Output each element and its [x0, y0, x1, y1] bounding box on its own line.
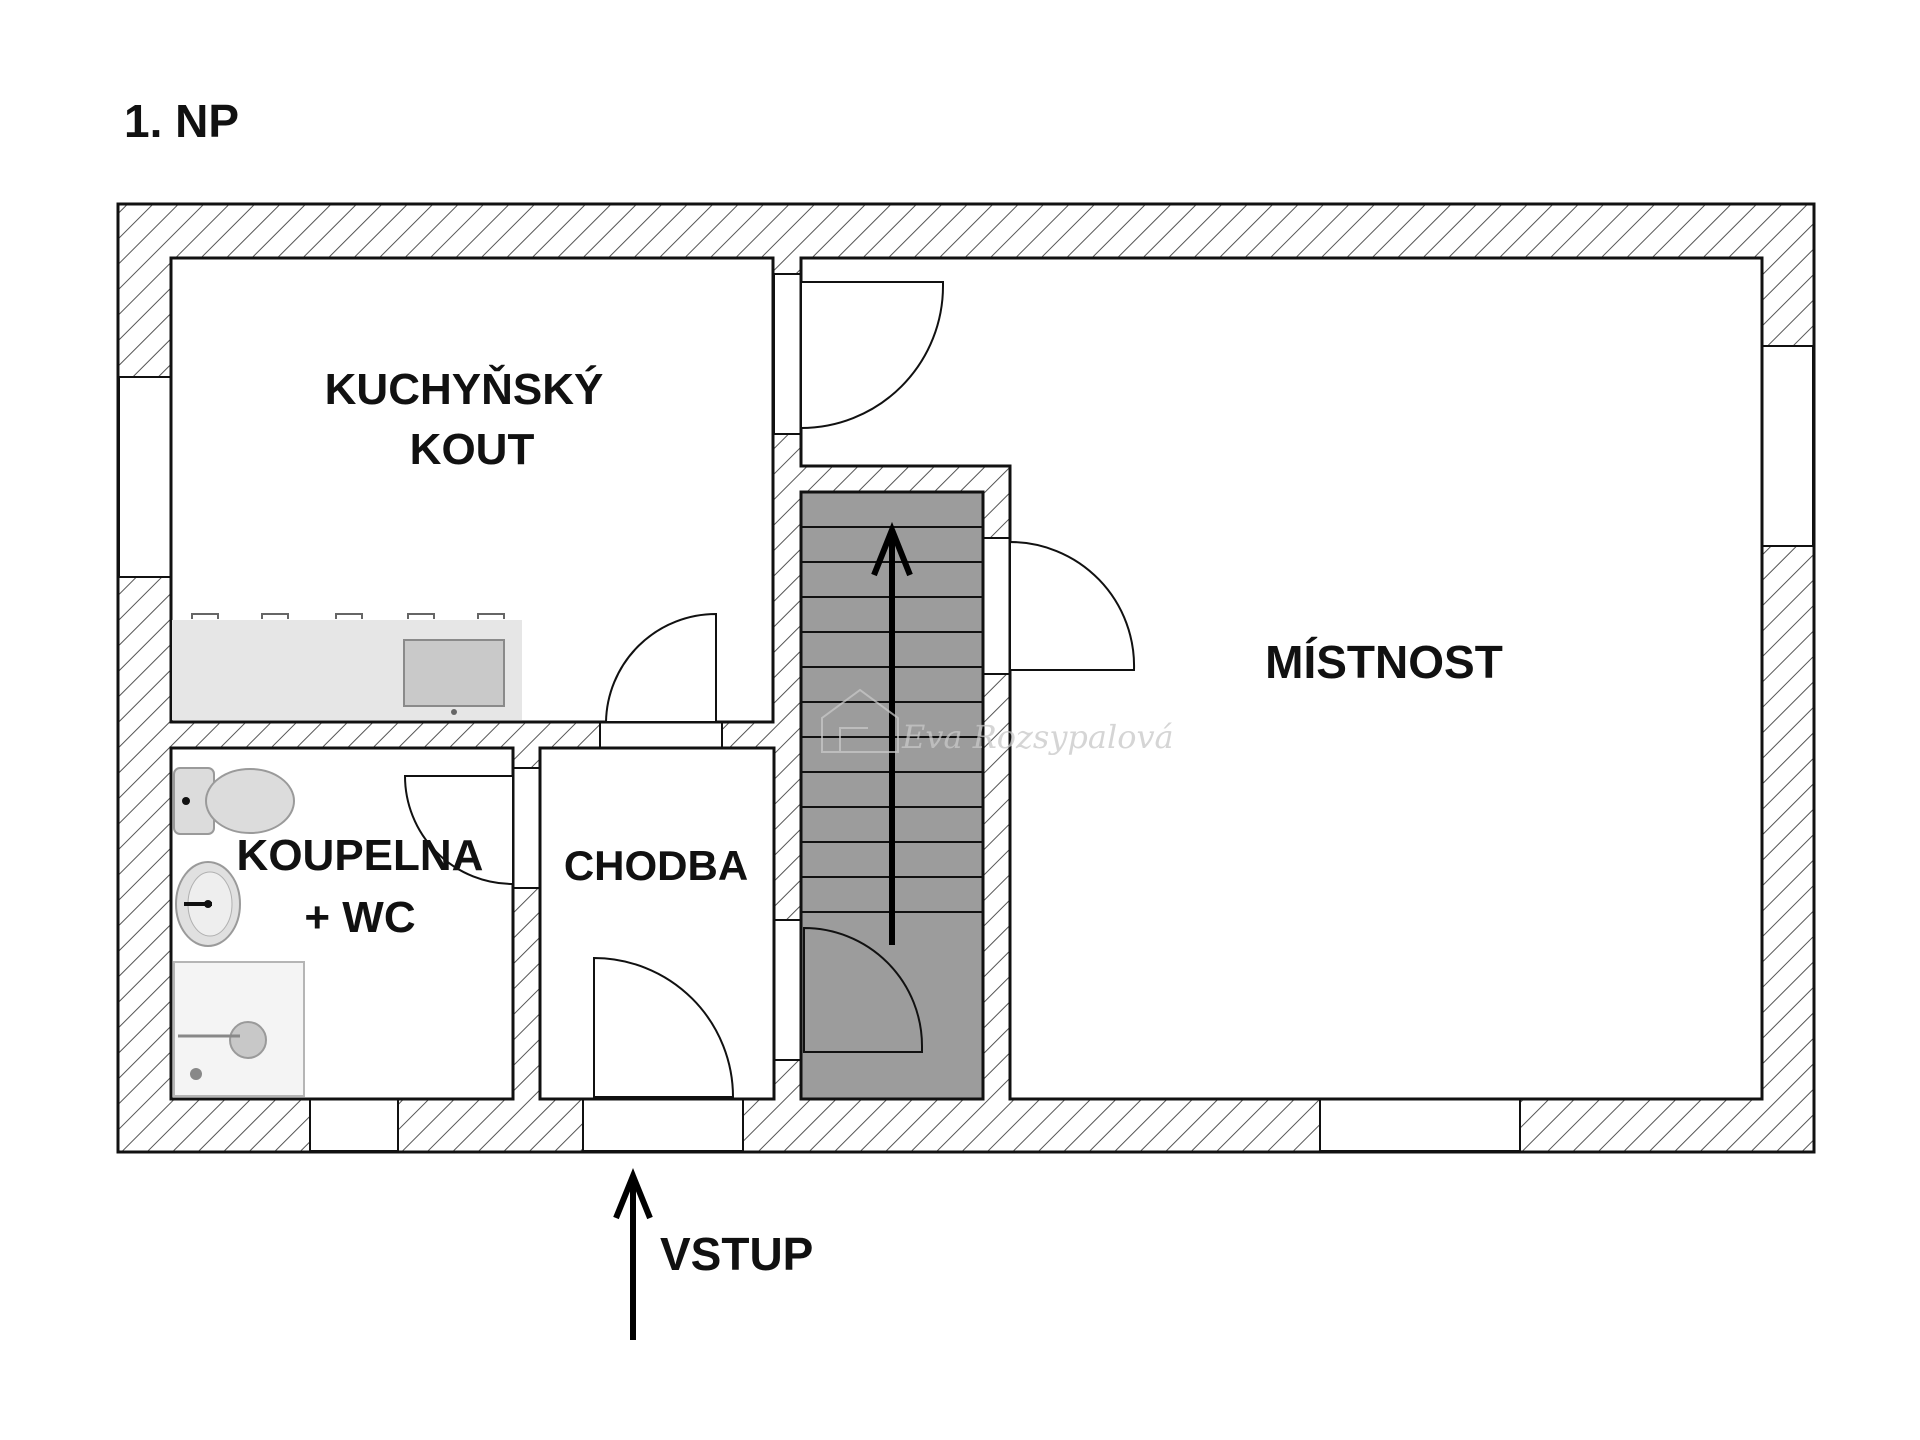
door-swing-bath	[403, 775, 514, 886]
room-hallway	[538, 746, 776, 1101]
window-bath-south	[309, 1098, 399, 1152]
toilet-bowl-icon	[205, 768, 295, 834]
door-swing-stairs	[803, 926, 923, 1053]
watermark: Eva Rozsypalová	[821, 688, 1174, 756]
stove-knob-icons	[191, 613, 505, 619]
shower-drain	[190, 1068, 202, 1080]
entrance-marker: VSTUP	[613, 1168, 813, 1340]
doors	[403, 281, 1136, 1098]
washbasin-drain	[204, 900, 212, 908]
door-swing-entrance	[593, 956, 735, 1098]
main-room-label: MÍSTNOST	[1265, 636, 1503, 688]
door-swing-stairs-room	[1009, 540, 1136, 671]
toilet-dot	[182, 797, 190, 805]
room-main	[799, 256, 1764, 1101]
bathroom-label-line1: KOUPELNA	[237, 831, 484, 880]
door-swing-kitchen	[604, 612, 717, 723]
entrance-arrow-head	[613, 1168, 653, 1220]
stairs-arrow-head	[871, 521, 913, 577]
faucet-icon	[451, 709, 457, 715]
gap-bath-hall	[512, 767, 541, 889]
gap-hall-room	[773, 273, 802, 435]
kitchen-counter	[172, 613, 522, 720]
bathroom-fixtures	[173, 767, 305, 1097]
windows	[118, 345, 1814, 1152]
door-swing-room-top	[800, 281, 944, 430]
window-room-east	[1761, 345, 1814, 547]
shower-head-icon	[229, 1021, 267, 1059]
gap-hall-stairs	[773, 919, 802, 1061]
entrance-label: VSTUP	[660, 1228, 813, 1280]
entrance-opening	[582, 1098, 744, 1152]
kitchen-label-line1: KUCHYŇSKÝ	[325, 364, 604, 414]
kitchen-label-line2: KOUT	[410, 425, 535, 474]
watermark-text: Eva Rozsypalová	[901, 718, 1174, 756]
gap-stairs-room	[982, 537, 1011, 675]
floor-label: 1. NP	[124, 95, 239, 147]
window-room-south	[1319, 1098, 1521, 1152]
house-logo-icon	[821, 688, 899, 753]
window-kitchen-west	[118, 376, 172, 578]
sink-icon	[403, 639, 505, 707]
gap-kitchen-hall	[599, 721, 723, 749]
bathroom-label-line2: + WC	[304, 893, 415, 942]
hallway-label: CHODBA	[564, 842, 748, 889]
